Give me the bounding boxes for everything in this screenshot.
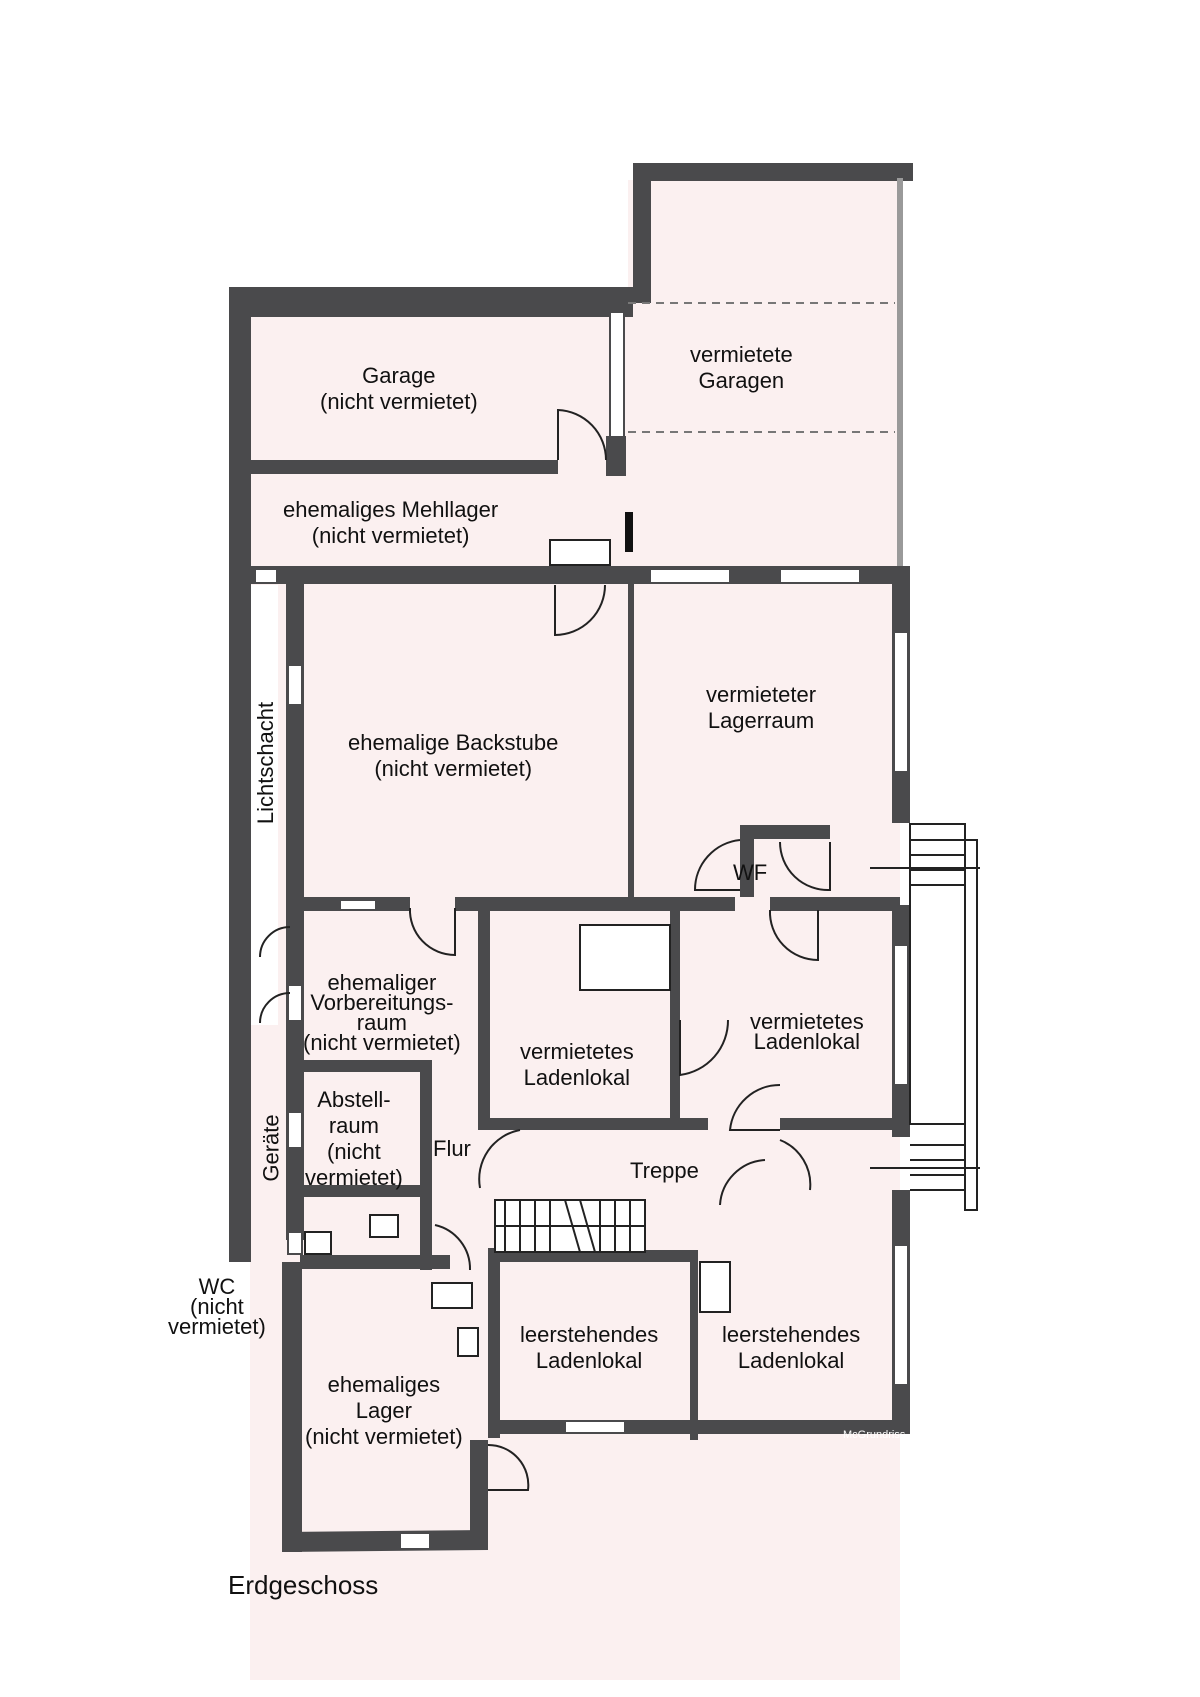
window [893, 631, 909, 773]
lichtschacht-wall [286, 580, 304, 1240]
window [287, 664, 303, 706]
windows [254, 311, 909, 1550]
sink-2 [457, 1327, 479, 1357]
wall-laden-bottom [478, 1118, 708, 1130]
wall-lager-bottom [282, 1530, 488, 1552]
box-stair [549, 539, 611, 566]
outer-wall-top-left [229, 287, 633, 317]
fixtures [304, 539, 731, 1357]
window [399, 1532, 431, 1550]
outer-wall-top-right [633, 163, 913, 181]
window [893, 1244, 909, 1386]
garage-mehllager-wall [250, 460, 558, 474]
wall-leer-left [488, 1248, 500, 1438]
room-label-geraete: Geräte [258, 1114, 284, 1182]
wall-backstube-bottom-b [455, 897, 735, 911]
wall-abstell-bottom [300, 1185, 420, 1197]
wall-laden-mid [670, 905, 680, 1125]
main-wall-top [250, 566, 908, 584]
exterior-stairs [870, 823, 980, 1211]
room-label-mehllager: ehemaliges Mehllager(nicht vermietet) [283, 497, 499, 548]
wall-lager-left [282, 1262, 302, 1552]
window [609, 311, 625, 438]
wf-top-wall [740, 825, 830, 839]
divider-backstube-lager [628, 580, 634, 900]
window [287, 984, 303, 1022]
wall-leer-mid [690, 1250, 698, 1440]
wall-wc-bottom [300, 1255, 450, 1269]
toilet [304, 1231, 332, 1255]
shower [579, 924, 671, 991]
garage-door-line [897, 178, 903, 568]
wall-laden-left [478, 905, 490, 1125]
garage-bay-lines [628, 302, 895, 433]
room-label-lichtschacht: Lichtschacht [253, 701, 279, 825]
garage-pillar [606, 436, 626, 476]
wall-abstell-right [420, 1060, 432, 1270]
lager-floor [295, 1280, 470, 1536]
wall-vorbereitung-bottom [300, 1060, 430, 1072]
window [287, 1231, 303, 1255]
sink [369, 1214, 399, 1238]
stove [699, 1261, 731, 1313]
room-label-wf: WF [733, 860, 768, 885]
wall-step [633, 163, 651, 303]
wall-lager-right [470, 1440, 488, 1540]
floor-title: Erdgeschoss [228, 1570, 379, 1600]
room-label-flur: Flur [433, 1136, 471, 1161]
window [287, 1111, 303, 1149]
window [254, 568, 278, 584]
room-label-treppe: Treppe [630, 1158, 699, 1183]
window [893, 944, 909, 1086]
room-label-backstube: ehemalige Backstube(nicht vermietet) [348, 730, 559, 781]
garage-post [625, 512, 633, 552]
room-label-garage: Garage(nicht vermietet) [320, 363, 478, 414]
box-stair-2 [431, 1282, 473, 1309]
wall-laden-bottom-right [780, 1118, 900, 1130]
wall-backstube-bottom-c [770, 897, 900, 911]
interior-stair [494, 1199, 646, 1253]
wf-wall [740, 825, 754, 897]
window [649, 568, 731, 584]
door-swings [259, 408, 831, 1491]
window [779, 568, 861, 584]
credit-label: McGrundriss [843, 1429, 906, 1441]
outer-wall-left [229, 287, 251, 1262]
walls [229, 163, 913, 1552]
window [564, 1420, 626, 1434]
window [339, 899, 377, 911]
